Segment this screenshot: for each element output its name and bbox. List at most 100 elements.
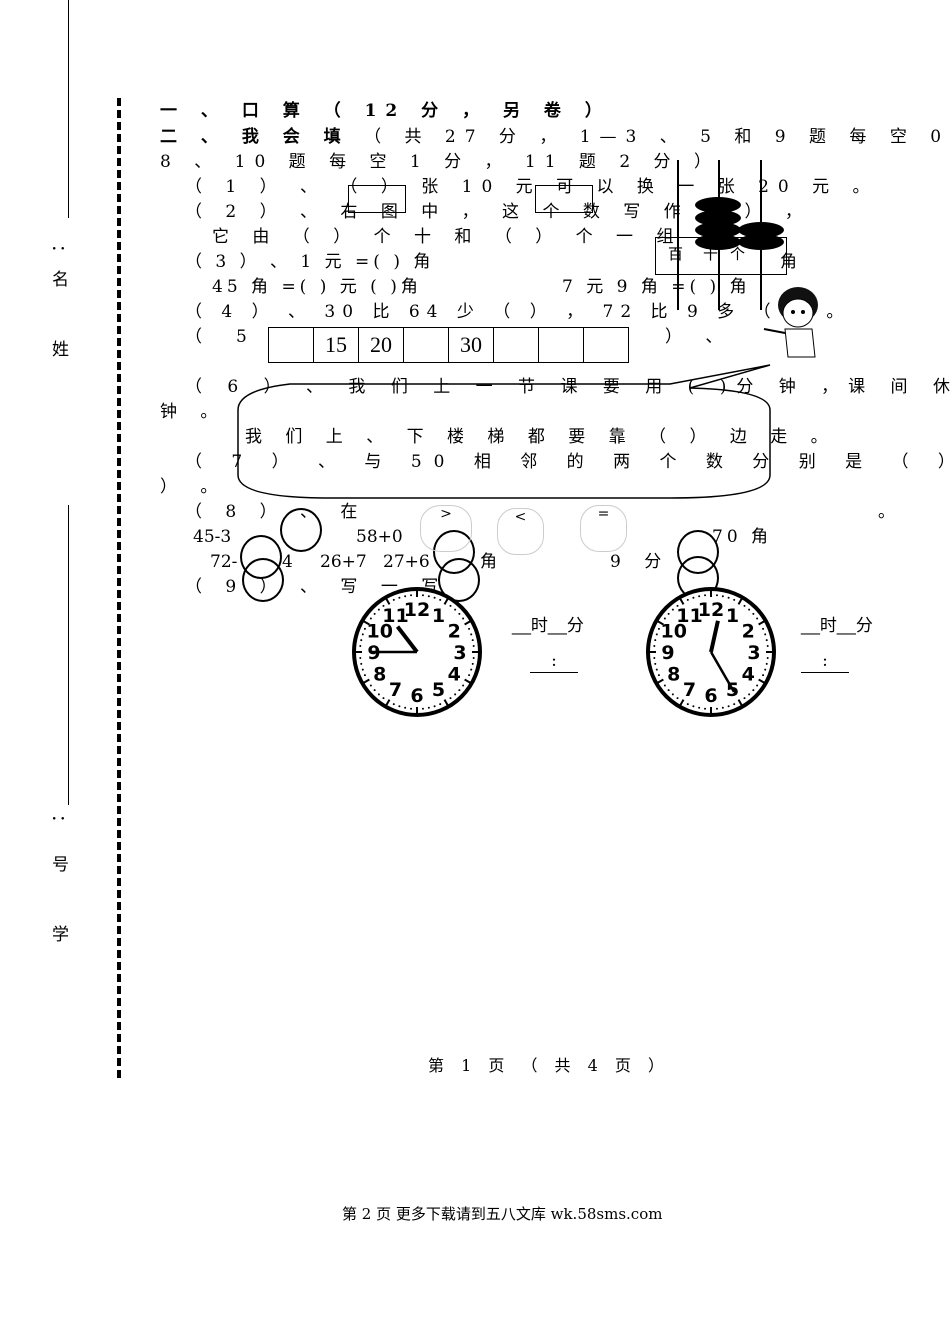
minute-dot (404, 595, 407, 598)
hour-tick (758, 678, 766, 684)
clock-digital-answer[interactable]: : (530, 650, 578, 673)
minute-dot (698, 706, 701, 709)
minute-dot (762, 627, 765, 630)
name-label-colon: ： (48, 244, 68, 261)
expression: 58+0 (356, 527, 403, 547)
clock-numeral: 8 (373, 664, 386, 686)
clock-numeral: 9 (661, 642, 674, 664)
minute-dot (748, 608, 751, 611)
minute-dot (373, 689, 376, 692)
id-label-char: 学 (52, 925, 69, 945)
question-4: （ 4 ） 、 30 比 64 少 （ ） ， 72 比 9 多 （ ） 。 (185, 302, 851, 322)
clock-answer-label: __时__分 (512, 616, 584, 635)
minute-dot (727, 596, 730, 599)
id-label-colon: ： (48, 814, 68, 831)
question-7-cont: ） 。 (160, 477, 227, 497)
minute-dot (361, 633, 364, 636)
minute-dot (382, 604, 385, 607)
question-2-cont: 它 由 （ ） 个 十 和 （ ） 个 一 组 (212, 227, 683, 247)
sequence-cell[interactable] (539, 328, 584, 362)
download-notice: 第 2 页 更多下载请到五八文库 wk.58sms.com (342, 1205, 663, 1223)
question-6-cont: 钟 。 (160, 402, 227, 422)
question-8-end: 。 (878, 502, 904, 522)
minute-dot (762, 674, 765, 677)
hour-tick (443, 699, 449, 707)
clock-numeral: 4 (742, 664, 755, 686)
minute-dot (404, 706, 407, 709)
minute-dot (360, 639, 363, 642)
clock-numeral: 10 (367, 621, 393, 643)
minute-dot (766, 656, 769, 659)
bear-sign-greater-icon: > (420, 505, 472, 552)
speech-bubble (237, 364, 771, 499)
clock-numeral: 6 (410, 685, 423, 707)
abacus-label-tens: 十 (703, 245, 719, 263)
minute-dot (359, 645, 362, 648)
sequence-cell[interactable] (584, 328, 628, 362)
hour-hand (395, 625, 419, 654)
minute-dot (360, 662, 363, 665)
hour-tick (656, 678, 664, 684)
minute-dot (392, 598, 395, 601)
minute-dot (454, 693, 457, 696)
page-number: 第 1 页 （ 共 4 页 ） (428, 1056, 670, 1075)
clock-numeral: 3 (453, 642, 466, 664)
clock-digital-answer[interactable]: : (801, 650, 849, 673)
sequence-cell[interactable] (404, 328, 449, 362)
id-label-char: 号 (52, 855, 69, 875)
minute-dot (449, 697, 452, 700)
minute-dot (470, 668, 473, 671)
compare-circle[interactable] (242, 558, 284, 602)
question-3b: 45 角 =( ) 元 ( )角 (212, 277, 422, 297)
compare-circle[interactable] (438, 558, 480, 602)
clock-numeral: 10 (661, 621, 687, 643)
minute-hand (709, 651, 736, 693)
answer-box[interactable] (535, 185, 593, 213)
minute-dot (433, 705, 436, 708)
clock-numeral: 12 (698, 599, 724, 621)
sequence-cell[interactable] (269, 328, 314, 362)
sequence-cell[interactable]: 20 (359, 328, 404, 362)
hour-tick (737, 699, 743, 707)
answer-box[interactable] (348, 185, 406, 213)
number-sequence-boxes: 15 20 30 (268, 327, 629, 363)
minute-dot (468, 627, 471, 630)
minute-dot (655, 668, 658, 671)
clock-numeral: 1 (432, 605, 445, 627)
clock-numeral: 3 (747, 642, 760, 664)
clock-face: 121234567891011 (646, 587, 776, 717)
hour-tick (464, 620, 472, 626)
question-1: （ 1 ） 、 （ ） 张 10 元 可 以 换 一 张 20 元 。 (185, 177, 879, 197)
minute-dot (715, 707, 718, 710)
sequence-cell[interactable] (494, 328, 539, 362)
minute-dot (743, 697, 746, 700)
name-label-char: 名 (52, 270, 69, 290)
minute-dot (686, 703, 689, 706)
hour-tick (362, 620, 370, 626)
minute-dot (421, 707, 424, 710)
minute-dot (449, 604, 452, 607)
minute-dot (410, 594, 413, 597)
minute-dot (715, 594, 718, 597)
minute-dot (676, 697, 679, 700)
minute-dot (764, 668, 767, 671)
expression: 4 (282, 552, 293, 572)
hour-tick (737, 597, 743, 605)
minute-dot (655, 633, 658, 636)
question-5-open: （ (185, 327, 211, 347)
question-9: （ 9 ） 、 写 一 写 (185, 577, 448, 597)
clock-numeral: 2 (742, 621, 755, 643)
dog-sign-equal-icon: = (580, 505, 627, 552)
minute-dot (392, 703, 395, 706)
minute-dot (657, 674, 660, 677)
question-5-first: 5 (236, 327, 256, 347)
compare-circle[interactable] (280, 508, 322, 552)
dashed-cut-line (117, 98, 121, 1078)
sequence-cell[interactable]: 15 (314, 328, 359, 362)
sequence-cell[interactable]: 30 (449, 328, 494, 362)
minute-dot (764, 633, 767, 636)
hour-tick (679, 699, 685, 707)
expression: 70 角 (712, 527, 773, 547)
minute-dot (458, 612, 461, 615)
